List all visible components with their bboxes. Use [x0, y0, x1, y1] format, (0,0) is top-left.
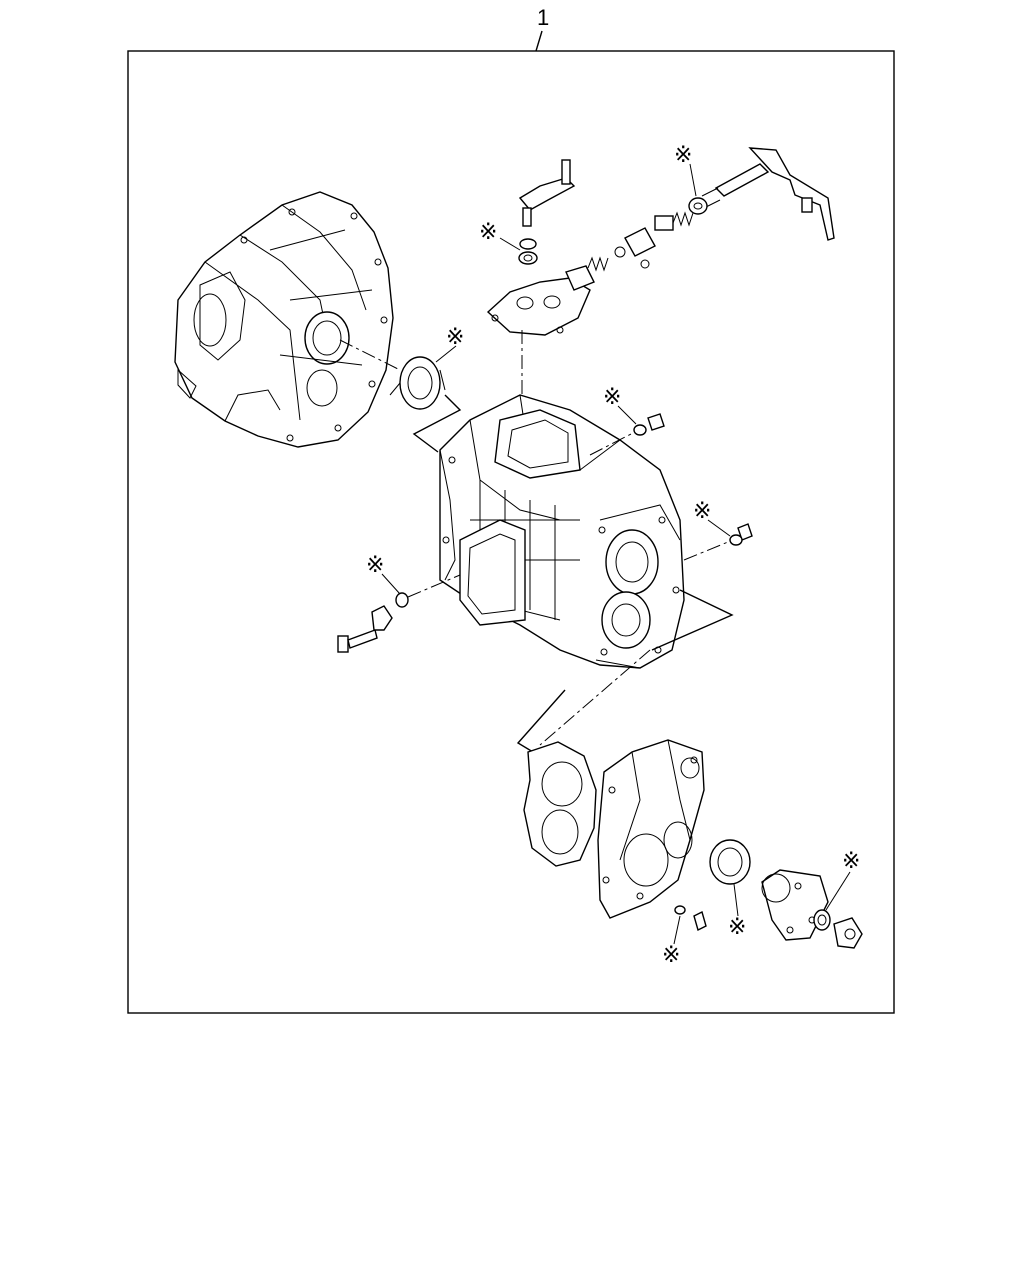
housing-case-connector-line [412, 394, 462, 453]
extension-housing [597, 739, 705, 919]
shift-lever-arm [518, 159, 576, 227]
rear-gasket [523, 741, 597, 867]
transmission-case [439, 394, 685, 669]
flange-o-ring [813, 909, 831, 931]
shift-spring-set [587, 197, 708, 272]
rear-oil-seal [709, 839, 751, 885]
note-mark-flange-o-ring: ※ [842, 849, 860, 874]
seal-axis-line [339, 339, 401, 371]
note-mark-seal-top: ※ [479, 220, 497, 245]
shift-cover-seal [518, 238, 538, 265]
assembly-frame [127, 50, 895, 1014]
extension-bolt [674, 905, 707, 932]
clutch-housing [174, 191, 394, 448]
assembly-callout-leader [535, 30, 543, 52]
note-mark-mount-bolt: ※ [366, 553, 384, 578]
note-mark-rear-seal: ※ [728, 915, 746, 940]
note-mark-shift-spring: ※ [674, 143, 692, 168]
front-oil-seal [389, 356, 446, 410]
shift-cover [486, 265, 595, 336]
note-mark-front-seal: ※ [446, 325, 464, 350]
mount-bolt-axis-line [407, 574, 461, 598]
note-mark-group: ※ ※ ※ ※ ※ ※ ※ ※ ※ [366, 143, 860, 968]
note-mark-top-plug: ※ [603, 385, 621, 410]
note-mark-extension-bolt: ※ [662, 943, 680, 968]
flange-lock-nut [833, 917, 863, 949]
top-plug-axis-line [589, 432, 634, 456]
side-plug-axis-line [683, 541, 729, 561]
mount-bolt [337, 592, 409, 653]
assembly-callout-number: 1 [537, 5, 549, 30]
side-plug [729, 523, 753, 546]
shift-rod-assembly [699, 147, 835, 241]
note-mark-side-plug: ※ [693, 499, 711, 524]
top-drain-plug [633, 413, 665, 436]
